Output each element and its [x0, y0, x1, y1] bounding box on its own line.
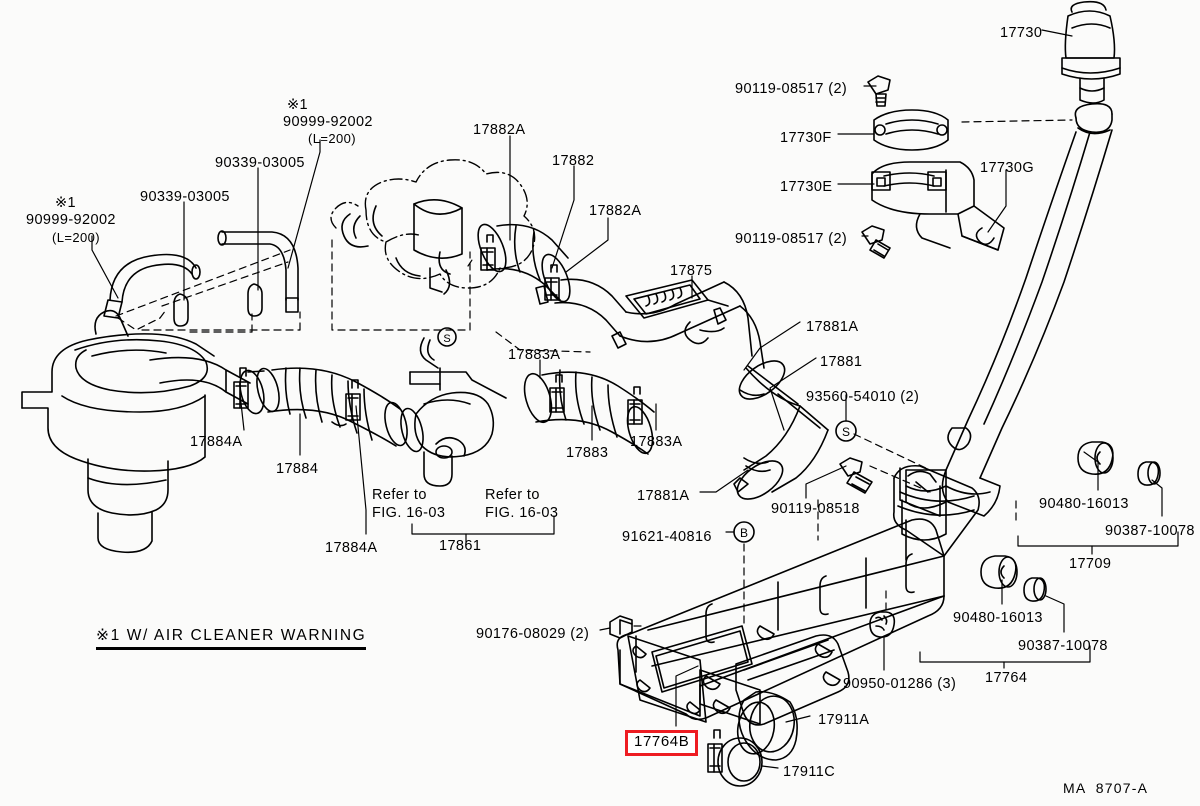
- part-label-90119-08517-2: 90119-08517 (2): [735, 81, 848, 97]
- clip-90339-03005-right: [247, 283, 263, 317]
- hose-17884: [233, 367, 424, 453]
- cleaner-outlet-neck: [149, 356, 251, 405]
- nut-90176-08029: [609, 615, 633, 639]
- part-label-17883a: 17883A: [508, 347, 561, 363]
- part-label-17881: 17881: [820, 354, 863, 370]
- part-label-91621-40816: 91621-40816: [622, 529, 712, 545]
- bushing-90387-upper: [1137, 461, 1161, 486]
- diagram-footer-code: MA 8707-A: [1063, 780, 1149, 796]
- part-label-17882: 17882: [552, 153, 595, 169]
- part-label-90339-03005: 90339-03005: [140, 189, 230, 205]
- part-label-90950-01286-3: 90950-01286 (3): [843, 676, 957, 692]
- hose-17883: [523, 369, 655, 455]
- air-cleaner-case: [21, 309, 215, 554]
- part-label-17882a: 17882A: [589, 203, 642, 219]
- clip-90339-03005-left: [173, 293, 189, 327]
- bushing-90480-lower: [980, 555, 1018, 590]
- footnote-air-cleaner-warning: ※1 W/ AIR CLEANER WARNING: [96, 626, 367, 650]
- part-label-90176-08029-2: 90176-08029 (2): [476, 626, 590, 642]
- part-label-17730f: 17730F: [780, 130, 832, 146]
- part-label-fig-16-03: FIG. 16-03: [485, 505, 559, 521]
- part-label-17764: 17764: [985, 670, 1028, 686]
- bolt-90119-08517-upper: [867, 75, 891, 107]
- b-marker-91621: B: [733, 521, 755, 543]
- part-label-17911c: 17911C: [783, 764, 836, 780]
- svg-text:S: S: [443, 333, 450, 345]
- bushing-90387-lower: [1023, 577, 1047, 602]
- part-label-90480-16013: 90480-16013: [953, 610, 1043, 626]
- part-label-93560-54010-2: 93560-54010 (2): [806, 389, 920, 405]
- dashed-references: [115, 119, 1073, 629]
- part-label-90480-16013: 90480-16013: [1039, 496, 1129, 512]
- elbow-to-17881: [684, 281, 829, 500]
- part-label-17730: 17730: [1000, 25, 1043, 41]
- part-label-17911a: 17911A: [818, 712, 870, 728]
- part-label-17882a: 17882A: [473, 122, 526, 138]
- leader-lines: [91, 29, 1163, 769]
- part-label-refer-to: Refer to: [485, 487, 540, 503]
- part-label-90119-08517-2: 90119-08517 (2): [735, 231, 848, 247]
- engine-solid-detail: [341, 199, 463, 295]
- hose-90999-92002-right: [217, 230, 299, 313]
- part-label-90387-10078: 90387-10078: [1105, 523, 1195, 539]
- part-label-90119-08518: 90119-08518: [771, 501, 860, 517]
- svg-text:B: B: [740, 526, 748, 540]
- duct-17882: [477, 223, 741, 349]
- part-label-90999-92002: 90999-92002: [26, 212, 116, 228]
- s-marker-93560: S: [835, 420, 857, 442]
- bracket-17730E-17730G: [871, 161, 1005, 251]
- part-label-17730e: 17730E: [780, 179, 833, 195]
- part-label-1: ※1: [287, 97, 309, 113]
- emblem-17875: [625, 279, 729, 319]
- air-intake-pipe-17730G: [901, 102, 1113, 541]
- part-label-1: ※1: [55, 195, 77, 211]
- part-label-17884: 17884: [276, 461, 319, 477]
- svg-text:S: S: [842, 425, 850, 439]
- group-braces: [411, 515, 1179, 669]
- part-label-17881a: 17881A: [637, 488, 690, 504]
- valve-17730: [1061, 0, 1121, 104]
- part-label-l-200: (L=200): [52, 230, 100, 245]
- part-label-17709: 17709: [1069, 556, 1112, 572]
- part-label-17730g: 17730G: [980, 160, 1034, 176]
- part-label-refer-to: Refer to: [372, 487, 427, 503]
- part-label-90999-92002: 90999-92002: [283, 114, 373, 130]
- bracket-17730F: [873, 109, 949, 151]
- part-label-17884a: 17884A: [325, 540, 378, 556]
- highlighted-part-number[interactable]: 17764B: [625, 730, 699, 756]
- part-label-17875: 17875: [670, 263, 713, 279]
- hose-90999-92002-left: [103, 253, 201, 319]
- part-label-17881a: 17881A: [806, 319, 859, 335]
- part-label-90339-03005: 90339-03005: [215, 155, 305, 171]
- part-label-l-200: (L=200): [308, 131, 356, 146]
- part-label-17884a: 17884A: [190, 434, 243, 450]
- part-label-17861: 17861: [439, 538, 482, 554]
- part-label-fig-16-03: FIG. 16-03: [372, 505, 446, 521]
- clip-90950-01286: [869, 611, 896, 638]
- bolt-90119-08518: [839, 457, 873, 494]
- part-label-17883: 17883: [566, 445, 609, 461]
- bushing-90480-upper: [1077, 441, 1114, 476]
- part-label-17883a: 17883A: [630, 434, 683, 450]
- bolt-90119-08517-lower: [861, 225, 891, 259]
- part-label-90387-10078: 90387-10078: [1018, 638, 1108, 654]
- resonator-17861: S: [409, 327, 507, 487]
